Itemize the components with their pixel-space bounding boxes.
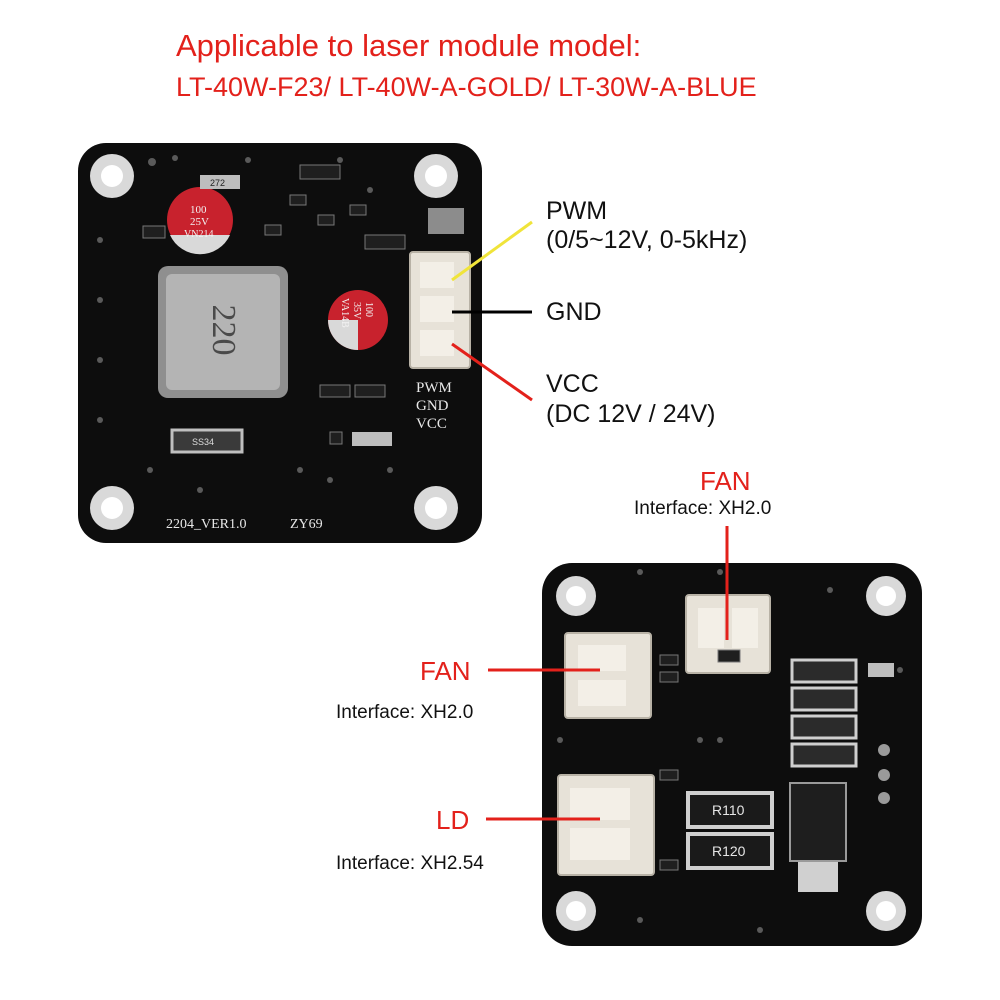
ld-connector	[557, 774, 655, 876]
pwm-label: PWM	[546, 197, 608, 225]
capacitor-1: 100 25V VN214	[167, 187, 233, 255]
ld-interface: Interface: XH2.54	[336, 853, 484, 874]
res2-marking: R120	[712, 843, 746, 859]
res1-marking: R110	[712, 802, 745, 818]
fan-connector-left	[564, 632, 652, 719]
pwm-spec: (0/5~12V, 0-5kHz)	[546, 226, 748, 254]
gnd-label: GND	[546, 298, 602, 326]
vcc-label: VCC	[546, 370, 599, 398]
svg-text:100: 100	[190, 204, 207, 216]
heading-title: Applicable to laser module model:	[176, 28, 642, 63]
capacitor-2: 100 35V VA14B	[328, 290, 388, 350]
pwm-wire	[451, 220, 533, 282]
fan-top-interface: Interface: XH2.0	[634, 498, 772, 519]
svg-text:VN214: VN214	[184, 229, 213, 240]
silk-vcc: VCC	[416, 416, 447, 432]
power-connector	[409, 251, 471, 369]
vcc-spec: (DC 12V / 24V)	[546, 400, 716, 428]
svg-text:272: 272	[210, 178, 225, 188]
svg-text:VA14B: VA14B	[339, 298, 350, 328]
vcc-wire	[451, 342, 533, 402]
silk-code: ZY69	[290, 517, 323, 532]
svg-text:100: 100	[363, 302, 374, 317]
svg-text:SS34: SS34	[192, 437, 214, 447]
silk-gnd: GND	[416, 398, 449, 414]
fan-top-title: FAN	[700, 466, 751, 496]
bottom-pcb: R110 R120	[542, 563, 922, 946]
silk-version: 2204_VER1.0	[166, 517, 247, 532]
top-pcb: 100 25V VN214 100 35V VA14B 220	[78, 143, 482, 543]
svg-text:35V: 35V	[351, 302, 362, 320]
svg-text:220: 220	[205, 305, 242, 356]
svg-text:25V: 25V	[190, 216, 209, 228]
silk-pwm: PWM	[416, 380, 452, 396]
fan-left-title: FAN	[420, 656, 471, 686]
heading-models: LT-40W-F23/ LT-40W-A-GOLD/ LT-30W-A-BLUE	[176, 72, 757, 102]
inductor: 220	[158, 266, 288, 398]
ld-title: LD	[436, 805, 470, 835]
fan-left-interface: Interface: XH2.0	[336, 702, 474, 723]
